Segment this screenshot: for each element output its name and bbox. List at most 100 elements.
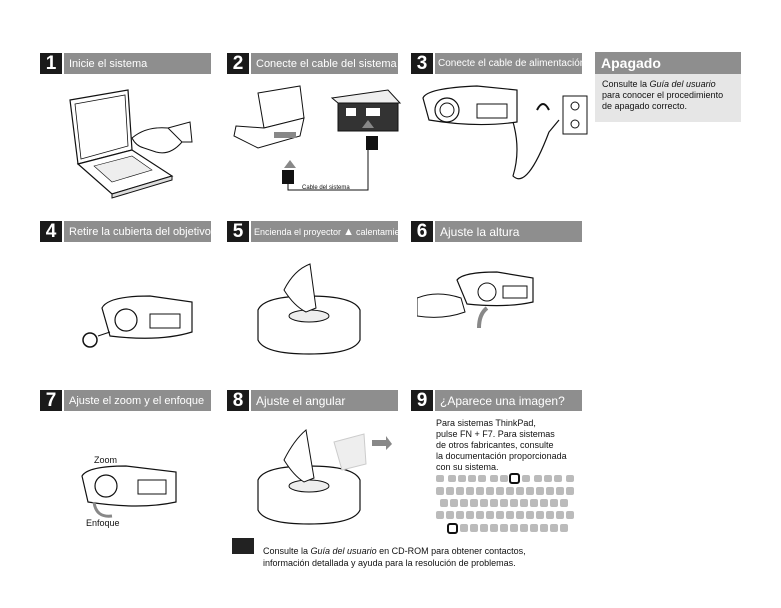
- step-9-header: 9 ¿Aparece una imagen?: [411, 390, 582, 411]
- keyboard-key: [510, 499, 518, 507]
- keyboard-key: [496, 511, 504, 519]
- step-title: Ajuste el zoom y el enfoque: [64, 390, 211, 411]
- step-8-header: 8 Ajuste el angular: [227, 390, 398, 411]
- keyboard-key: [490, 499, 498, 507]
- step-title: Conecte el cable del sistema: [251, 53, 398, 74]
- step-7-header: 7 Ajuste el zoom y el enfoque: [40, 390, 211, 411]
- keyboard-key: [440, 499, 448, 507]
- keyboard-key: [536, 511, 544, 519]
- keyboard-key: [480, 499, 488, 507]
- step-title: Conecte el cable de alimentación: [435, 53, 582, 74]
- keyboard-key: [500, 499, 508, 507]
- keyboard-key: [476, 487, 484, 495]
- help-note: Consulte la Guía del usuario en CD-ROM p…: [263, 546, 526, 568]
- cable-label: Cable del sistema: [302, 185, 350, 191]
- step-2-header: 2 Conecte el cable del sistema: [227, 53, 398, 74]
- step-title: Ajuste la altura: [435, 221, 582, 242]
- keyboard-key: [500, 524, 508, 532]
- keyboard-key: [446, 511, 454, 519]
- step-title: ¿Aparece una imagen?: [435, 390, 582, 411]
- keyboard-key: [490, 524, 498, 532]
- step-6-header: 6 Ajuste la altura: [411, 221, 582, 242]
- keyboard-key: [516, 487, 524, 495]
- keyboard-key: [556, 487, 564, 495]
- keyboard-key: [436, 511, 444, 519]
- keyboard-key: [510, 524, 518, 532]
- shutdown-box: Apagado Consulte la Guía del usuario par…: [595, 52, 741, 122]
- keyboard-key: [456, 487, 464, 495]
- keyboard-key: [520, 499, 528, 507]
- keyboard-key: [560, 524, 568, 532]
- keyboard-key: [526, 487, 534, 495]
- step-9-text: Para sistemas ThinkPad, pulse FN + F7. P…: [436, 418, 567, 472]
- power-connection-illustration: [422, 85, 588, 180]
- zoom-label: Zoom: [94, 455, 118, 465]
- step-title-tail: calentamiento: [355, 226, 398, 237]
- keyboard-key: [540, 524, 548, 532]
- keyboard-key: [506, 487, 514, 495]
- laptop-illustration: [69, 89, 193, 199]
- keyboard-key: [496, 487, 504, 495]
- step-1-header: 1 Inicie el sistema: [40, 53, 211, 74]
- step-number: 2: [227, 53, 249, 74]
- cable-connection-illustration: [233, 85, 402, 191]
- keyboard-key: [530, 524, 538, 532]
- step-number: 4: [40, 221, 62, 242]
- enfoque-label: Enfoque: [86, 518, 120, 528]
- thermometer-icon: ▲: [343, 225, 354, 238]
- keyboard-key: [546, 487, 554, 495]
- keyboard-key: [560, 499, 568, 507]
- keyboard-key: [466, 511, 474, 519]
- keyboard-key: [486, 511, 494, 519]
- keyboard-key: [460, 524, 468, 532]
- keyboard-key: [456, 511, 464, 519]
- keyboard-key: [446, 487, 454, 495]
- keyboard-key: [450, 499, 458, 507]
- power-button-illustration: [257, 263, 361, 355]
- step-title: Retire la cubierta del objetivo: [64, 221, 211, 242]
- step-3-header: 3 Conecte el cable de alimentación: [411, 53, 582, 74]
- keyboard-key: [540, 499, 548, 507]
- step-number: 5: [227, 221, 249, 242]
- keyboard-key: [506, 511, 514, 519]
- keyboard-key: [550, 524, 558, 532]
- step-title: Inicie el sistema: [64, 53, 211, 74]
- keyboard-key: [516, 511, 524, 519]
- step-number: 8: [227, 390, 249, 411]
- step-4-header: 4 Retire la cubierta del objetivo: [40, 221, 211, 242]
- keyboard-key: [436, 487, 444, 495]
- step-number: 6: [411, 221, 433, 242]
- step-title: Encienda el proyector ▲ calentamiento: [251, 221, 398, 242]
- keyboard-key: [480, 524, 488, 532]
- shutdown-text: Consulte la Guía del usuario para conoce…: [602, 79, 724, 111]
- keyboard-key: [466, 487, 474, 495]
- keyboard-key: [550, 499, 558, 507]
- step-5-header: 5 Encienda el proyector ▲ calentamiento: [227, 221, 398, 242]
- lens-cap-illustration: [82, 295, 193, 348]
- step-title: Ajuste el angular: [251, 390, 398, 411]
- keyboard-key: [556, 511, 564, 519]
- zoom-focus-illustration: [81, 465, 177, 518]
- keyboard-key: [546, 511, 554, 519]
- keyboard-key: [476, 511, 484, 519]
- keyboard-key: [566, 511, 574, 519]
- keyboard-key: [530, 499, 538, 507]
- keyboard-illustration: [436, 473, 574, 534]
- keyboard-key: [470, 499, 478, 507]
- shutdown-title: Apagado: [595, 52, 741, 74]
- step-number: 3: [411, 53, 433, 74]
- keyboard-key: [470, 524, 478, 532]
- height-adjust-illustration: [417, 271, 534, 329]
- step-number: 1: [40, 53, 62, 74]
- keyboard-key: [460, 499, 468, 507]
- keyboard-key: [536, 487, 544, 495]
- keyboard-key: [566, 487, 574, 495]
- keyboard-key: [520, 524, 528, 532]
- keyboard-key: [526, 511, 534, 519]
- keyboard-key: [486, 487, 494, 495]
- book-icon: [232, 538, 254, 554]
- step-title-main: Encienda el proyector: [254, 226, 342, 237]
- step-number: 9: [411, 390, 433, 411]
- angle-adjust-illustration: [257, 429, 392, 525]
- step-number: 7: [40, 390, 62, 411]
